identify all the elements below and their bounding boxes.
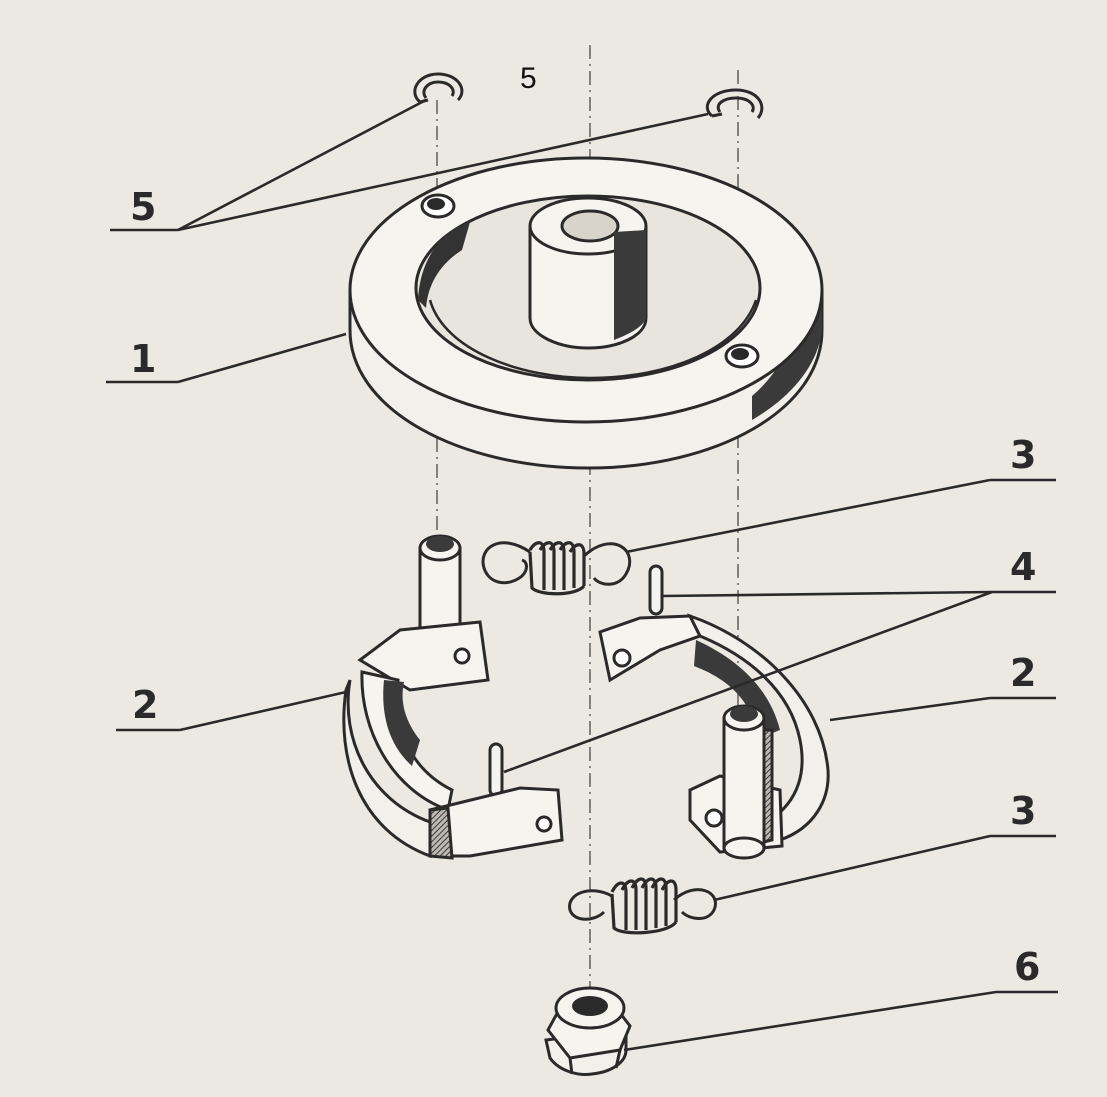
clutch-shoe-left [342,534,564,860]
leader-6 [623,990,997,1052]
callout-3-bottom: 3 [1010,789,1037,833]
leader-5-left [177,98,427,232]
leader-4-bottom [503,590,993,774]
clutch-plate [348,156,824,470]
lock-nut [544,986,632,1076]
leader-3-bottom [713,834,991,902]
spring-bottom [568,877,717,935]
callout-5: 5 [130,185,157,229]
callout-2-left: 2 [132,683,159,727]
callout-2-right: 2 [1010,651,1037,695]
leader-3-top [625,478,991,554]
callout-6: 6 [1014,945,1041,989]
leader-4-top [661,590,993,598]
callout-3-top: 3 [1010,433,1037,477]
leader-5-right [177,112,709,232]
circlip-left [413,72,464,104]
spring-top [481,541,632,596]
dowel-pin-top [648,564,664,616]
dowel-pin-bottom [488,742,504,798]
leader-2-left [179,690,347,732]
callout-1: 1 [130,337,157,381]
circlip-right [705,88,764,119]
leader-2-right [829,696,991,722]
top-label: 5 [520,62,537,95]
callout-4: 4 [1010,545,1037,589]
leader-1 [177,332,347,384]
clutch-shoe-right [598,613,830,860]
leader-lines [106,98,1058,1052]
